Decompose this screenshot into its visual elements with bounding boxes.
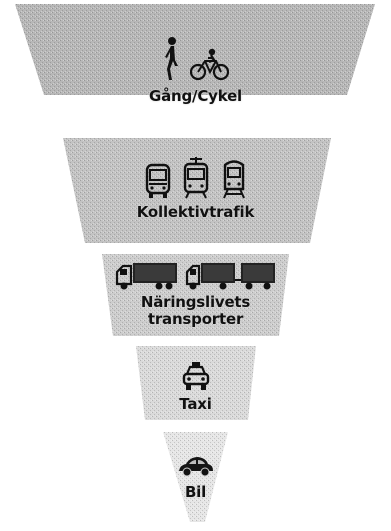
tier-3-label: Näringslivets transporter xyxy=(140,293,251,328)
bus-icon xyxy=(145,163,171,199)
tier-4-label: Taxi xyxy=(179,395,212,413)
tier-1-grain xyxy=(15,4,375,95)
bicycle-icon xyxy=(189,48,230,82)
tier-5-label: Bil xyxy=(184,483,207,501)
tier-5-grain xyxy=(163,432,228,522)
tram-icon xyxy=(183,157,209,199)
tier-2-icons xyxy=(0,157,391,199)
pedestrian-icon xyxy=(162,36,182,82)
train-icon xyxy=(221,157,247,199)
truck-icon xyxy=(115,262,179,290)
tier-2-grain xyxy=(63,138,331,243)
car-icon xyxy=(177,455,215,477)
tier-1-icons xyxy=(0,36,391,82)
taxi-icon xyxy=(182,362,210,392)
tier-1-label: Gång/Cykel xyxy=(148,87,242,105)
tier-3-icons xyxy=(0,262,391,290)
tier-2-label: Kollektivtrafik xyxy=(136,203,255,221)
tier-5-icons xyxy=(0,455,391,477)
truck-trailer-icon xyxy=(185,262,277,290)
tier-4-icons xyxy=(0,362,391,392)
